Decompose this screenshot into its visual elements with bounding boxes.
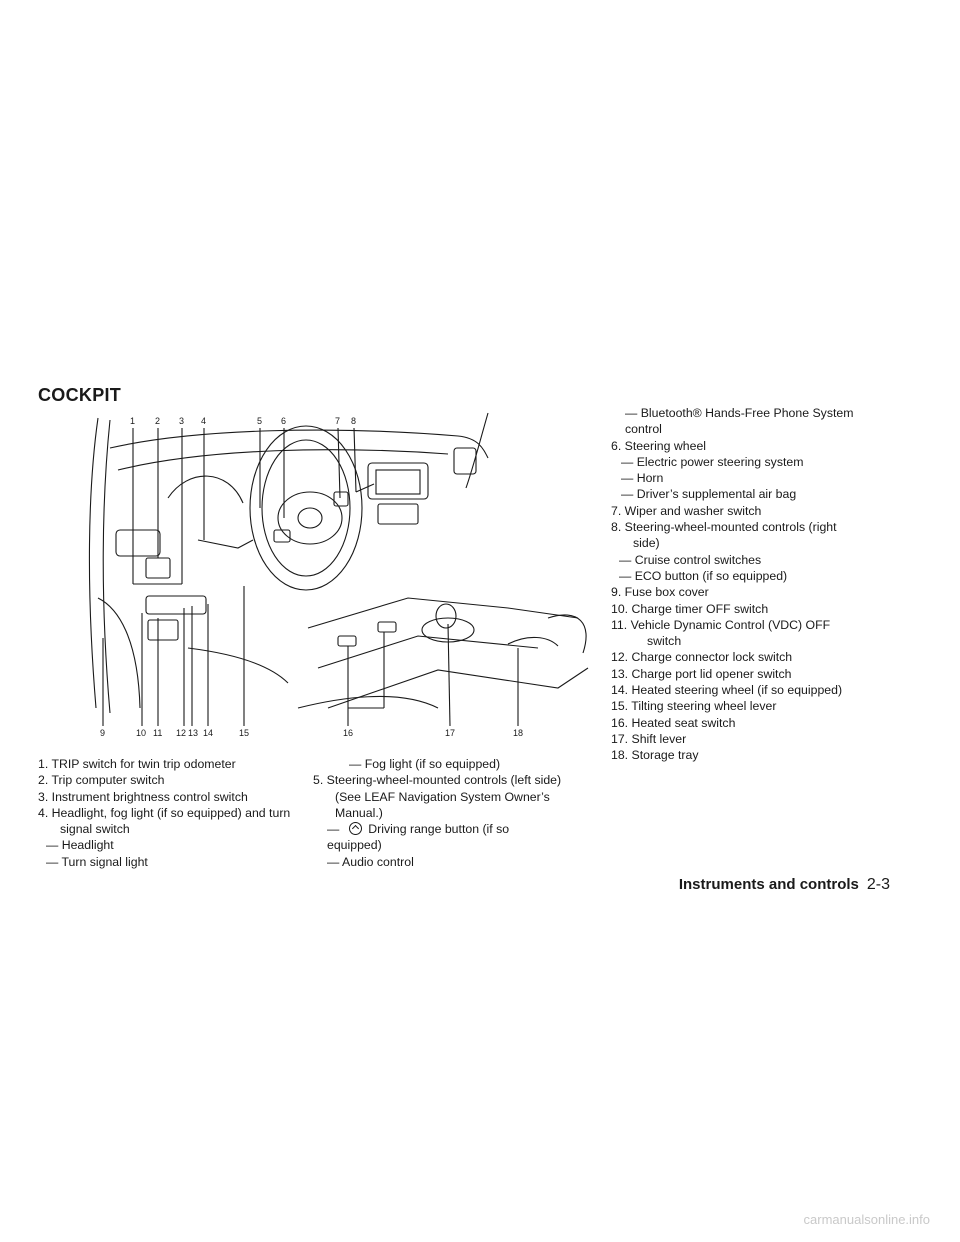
list-item: — Headlight [46,838,114,853]
callout-15: 15 [239,728,249,738]
callout-11: 11 [153,728,162,738]
list-item: 9. Fuse box cover [611,585,709,600]
list-item: 10. Charge timer OFF switch [611,601,769,616]
footer-section-title: Instruments and controls [678,876,859,893]
section-title: COCKPIT [38,385,122,405]
list-item: 2. Trip computer switch [38,773,165,788]
list-item: 3. Instrument brightness control switch [38,789,248,804]
cockpit-illustration: 1 2 3 4 5 6 7 8 9 10 11 12 13 14 15 16 1… [88,412,589,738]
list-item: control [625,422,662,437]
callout-17: 17 [445,728,455,738]
callout-18: 18 [513,728,523,738]
list-item: 1. TRIP switch for twin trip odometer [38,757,236,771]
list-item: Manual.) [335,805,383,820]
driving-range-text: Driving range button (if so [368,822,510,837]
list-item: 18. Storage tray [611,748,699,763]
item-list-column-2: — Fog light (if so equipped) 5. Steering… [313,756,603,870]
driving-range-button-icon [349,822,363,836]
callout-1: 1 [130,416,135,426]
list-item: 11. Vehicle Dynamic Control (VDC) OFF [611,617,831,632]
page-footer: Instruments and controls 2-3 [679,876,890,894]
page-number: 2-3 [866,876,890,893]
callout-9: 9 [100,728,105,738]
callout-16: 16 [343,728,353,738]
list-item: 16. Heated seat switch [611,715,736,730]
list-item: 14. Heated steering wheel (if so equippe… [611,683,843,698]
dash: — [327,822,340,837]
list-item: signal switch [60,822,130,837]
list-item: equipped) [327,838,382,853]
watermark: carmanualsonline.info [803,1212,930,1227]
list-item: — Audio control [327,854,414,869]
callout-13: 13 [188,728,198,738]
list-item: 5. Steering-wheel-mounted controls (left… [313,773,562,788]
list-item: — ECO button (if so equipped) [619,568,788,583]
list-item: 7. Wiper and washer switch [611,503,762,518]
callout-14: 14 [203,728,213,738]
list-item: — Horn [621,471,664,486]
item-list-column-3: — Bluetooth® Hands-Free Phone System con… [611,405,911,764]
list-item: 6. Steering wheel [611,438,707,453]
list-item: — Cruise control switches [619,552,762,567]
list-item: 8. Steering-wheel-mounted controls (righ… [611,520,837,535]
list-item: — Driving range button (if so [313,821,603,837]
callout-7: 7 [335,416,340,426]
callout-3: 3 [179,416,184,426]
list-item: — Turn signal light [46,854,148,869]
list-item: 12. Charge connector lock switch [611,650,793,665]
list-item: 4. Headlight, fog light (if so equipped)… [38,805,291,820]
list-item: (See LEAF Navigation System Owner’s [335,789,550,804]
callout-10: 10 [136,728,146,738]
callout-2: 2 [155,416,160,426]
callout-12: 12 [176,728,186,738]
callout-4: 4 [201,416,206,426]
list-item: 15. Tilting steering wheel lever [611,699,777,714]
list-item: — Fog light (if so equipped) [349,757,501,771]
list-item: 13. Charge port lid opener switch [611,666,792,681]
item-list-column-1: 1. TRIP switch for twin trip odometer 2.… [38,756,308,870]
list-item: side) [633,536,660,551]
list-item: switch [647,634,682,649]
callout-5: 5 [257,416,262,426]
list-item: — Electric power steering system [621,454,804,469]
list-item: — Bluetooth® Hands-Free Phone System [625,406,854,420]
list-item: 17. Shift lever [611,731,687,746]
list-item: — Driver’s supplemental air bag [621,487,797,502]
callout-8: 8 [351,416,356,426]
callout-6: 6 [281,416,286,426]
